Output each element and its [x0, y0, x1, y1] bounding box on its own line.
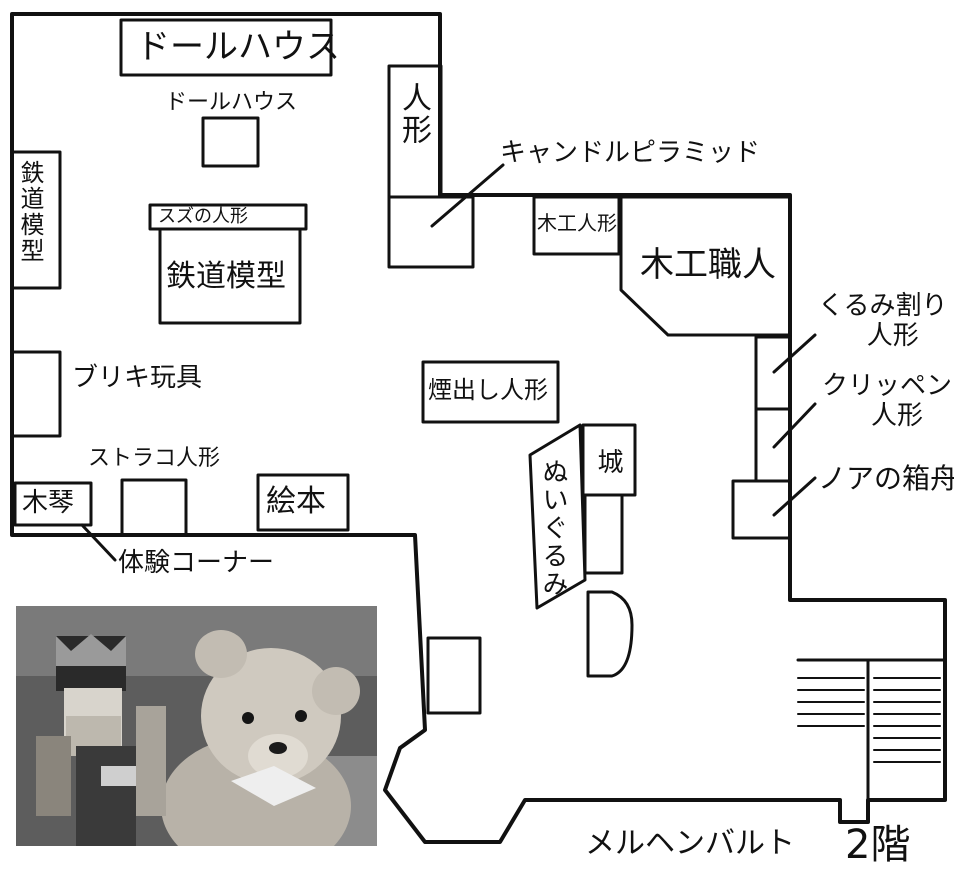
tin-toys-box: [10, 350, 62, 438]
wooden-doll-box: [532, 195, 621, 256]
dollhouse-sign-box: [119, 18, 333, 77]
nutcracker-pointer: [772, 333, 817, 374]
dollhouse-small-box: [201, 116, 260, 168]
nutcracker-label-line2: 人形: [866, 320, 919, 351]
smoking-man-label: 煙出し人形: [428, 376, 548, 404]
candle-pyramid-label: キャンドルピラミッド: [500, 138, 761, 168]
nutcracker-figure: [36, 634, 166, 846]
stratico-label: ストラコ人形: [88, 446, 221, 471]
plush-label: ぬいぐるみ: [538, 458, 568, 598]
castle-label: 城: [593, 448, 623, 476]
photo-nutcracker-and-teddy: [16, 606, 377, 846]
clip-doll-box: [754, 407, 792, 483]
nutcracker-label-line1: くるみ割り: [818, 291, 948, 321]
display-box: [426, 636, 482, 715]
nutcracker-label: くるみ割り 人形: [818, 291, 948, 352]
floor-label: 2階: [845, 822, 911, 868]
plush-box-3: [586, 590, 634, 678]
wooden-doll-label: 木工人形: [537, 211, 617, 235]
noahs-ark-label: ノアの箱舟: [818, 462, 954, 495]
facility-title: メルヘンバルト: [585, 826, 795, 861]
experience-pointer: [80, 523, 117, 562]
picture-book-label: 絵本: [266, 484, 326, 519]
railway-side-label: 鉄道模型: [16, 160, 44, 264]
dollhouse-small-label: ドールハウス: [165, 90, 298, 115]
candle-pointer: [430, 163, 505, 228]
dolls-label: 人形: [396, 82, 431, 146]
clip-doll-pointer: [772, 402, 817, 449]
xylophone-box: [13, 481, 93, 527]
smoking-man-box: [421, 360, 560, 424]
railway-side-box: [10, 150, 62, 290]
dollhouse-sign-label: ドールハウス: [136, 27, 340, 67]
railway-center-label: 鉄道模型: [166, 259, 286, 294]
woodworker-area: [619, 195, 792, 337]
clip-doll-label: クリッペン 人形: [822, 371, 953, 432]
picture-book-box: [256, 473, 350, 532]
woodworker-label: 木工職人: [640, 245, 776, 285]
railway-center-box: [158, 227, 302, 325]
stairs-treads: [797, 677, 941, 763]
clip-doll-label-line2: 人形: [871, 400, 924, 431]
xylophone-label: 木琴: [22, 488, 75, 518]
plush-shape: [528, 423, 587, 610]
clip-doll-label-line1: クリッペン: [822, 371, 953, 401]
noahs-ark-box: [731, 479, 792, 540]
suzu-dolls-label: スズの人形: [158, 206, 248, 227]
candle-pyramid-box: [387, 195, 475, 269]
noahs-ark-pointer: [772, 476, 817, 517]
experience-corner-label: 体験コーナー: [118, 548, 275, 578]
tin-toys-label: ブリキ玩具: [72, 363, 203, 393]
teddy-bear-figure: [161, 630, 360, 846]
plush-box-2: [583, 493, 624, 575]
stratico-box: [120, 478, 188, 537]
